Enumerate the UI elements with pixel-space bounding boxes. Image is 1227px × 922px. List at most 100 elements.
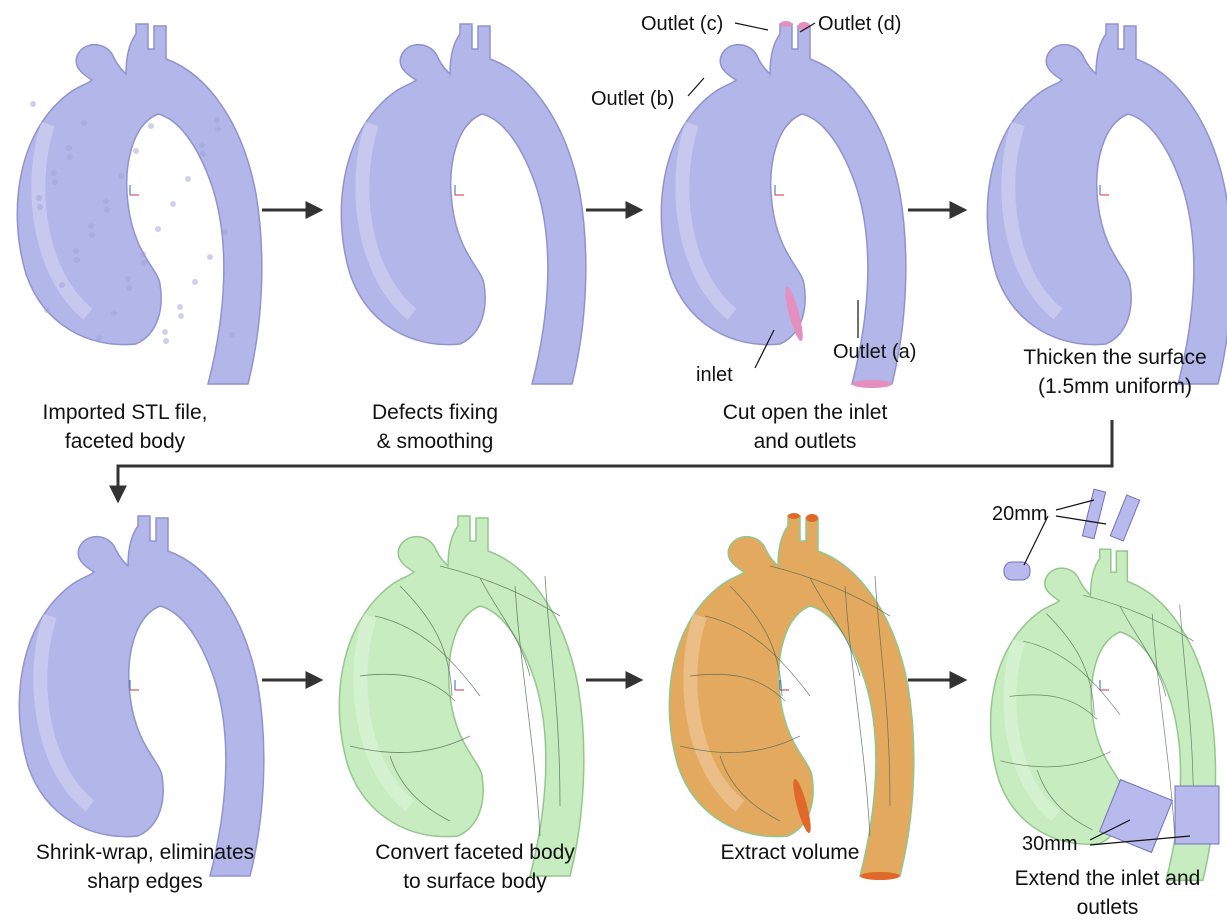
surface-bump <box>118 173 124 179</box>
surface-bump <box>177 304 183 310</box>
surface-bump <box>170 201 176 207</box>
outlet-c-opening <box>788 513 800 519</box>
surface-bump <box>126 285 132 291</box>
caption-step-6: Convert faceted body to surface body <box>355 838 595 896</box>
label-extension-outlets: 20mm <box>992 503 1048 525</box>
model-step-1 <box>17 24 262 384</box>
surface-bump <box>200 151 206 157</box>
caption-line: & smoothing <box>335 427 535 456</box>
outlet-a-opening <box>852 380 892 388</box>
outlet-d-opening <box>806 514 818 522</box>
surface-bump <box>37 204 43 210</box>
surface-bump <box>104 207 110 213</box>
caption-line: outlets <box>995 893 1220 922</box>
caption-step-2: Defects fixing & smoothing <box>335 398 535 456</box>
surface-bump <box>52 179 58 185</box>
caption-line: sharp edges <box>10 867 280 896</box>
label-outlet-a: Outlet (a) <box>833 341 916 363</box>
caption-line: Extend the inlet and <box>995 864 1220 893</box>
surface-bump <box>59 282 65 288</box>
caption-line: Thicken the surface <box>1005 343 1225 372</box>
surface-bump <box>73 248 79 254</box>
surface-bump <box>44 307 50 313</box>
outlet-a-extension <box>1175 786 1219 844</box>
surface-bump <box>133 148 139 154</box>
model-step-5 <box>19 516 264 876</box>
surface-bump <box>214 117 220 123</box>
surface-bump <box>162 329 168 335</box>
surface-bump <box>88 223 94 229</box>
surface-bump <box>148 123 154 129</box>
surface-bump <box>51 170 57 176</box>
aorta-body <box>339 516 584 876</box>
surface-bump <box>222 229 228 235</box>
label-extension-inlet: 30mm <box>1022 833 1078 855</box>
surface-bump <box>155 226 161 232</box>
model-step-2 <box>341 24 586 384</box>
caption-line: Shrink-wrap, eliminates <box>10 838 280 867</box>
caption-line: to surface body <box>355 867 595 896</box>
outlet-a-opening <box>860 872 900 880</box>
caption-line: Defects fixing <box>335 398 535 427</box>
surface-bump <box>111 310 117 316</box>
surface-bump <box>89 232 95 238</box>
surface-bump <box>192 279 198 285</box>
model-step-7 <box>669 513 914 880</box>
surface-bump <box>199 142 205 148</box>
caption-line: Cut open the inlet <box>695 398 915 427</box>
surface-bump <box>207 254 213 260</box>
surface-bump <box>163 338 169 344</box>
caption-line: Extract volume <box>700 838 880 867</box>
leader-line <box>688 78 704 96</box>
surface-bump <box>125 276 131 282</box>
caption-line: Imported STL file, <box>0 398 250 427</box>
surface-bump <box>81 120 87 126</box>
surface-bump <box>215 126 221 132</box>
surface-bump <box>67 154 73 160</box>
caption-step-3: Cut open the inlet and outlets <box>695 398 915 456</box>
surface-bump <box>141 260 147 266</box>
outlet-c-opening <box>780 21 792 27</box>
caption-line: and outlets <box>695 427 915 456</box>
aorta-body <box>341 24 586 384</box>
model-step-4 <box>987 24 1227 384</box>
label-outlet-d: Outlet (d) <box>818 13 901 35</box>
caption-step-1: Imported STL file, faceted body <box>0 398 250 456</box>
outlet-c-extension <box>1082 489 1105 538</box>
label-outlet-c: Outlet (c) <box>641 13 723 35</box>
aorta-body <box>669 516 914 876</box>
model-step-6 <box>339 516 584 876</box>
surface-bump <box>74 257 80 263</box>
caption-step-5: Shrink-wrap, eliminates sharp edges <box>10 838 280 896</box>
surface-bump <box>229 332 235 338</box>
surface-bump <box>140 251 146 257</box>
surface-bump <box>66 145 72 151</box>
surface-bump <box>178 313 184 319</box>
surface-bump <box>96 335 102 341</box>
caption-line: (1.5mm uniform) <box>1005 372 1225 401</box>
leader-line <box>735 23 768 30</box>
caption-step-8: Extend the inlet and outlets <box>995 864 1220 922</box>
surface-bump <box>36 195 42 201</box>
surface-bump <box>30 101 36 107</box>
outlet-b-extension <box>1004 562 1030 580</box>
aorta-body <box>661 24 906 384</box>
aorta-body <box>987 24 1227 384</box>
caption-line: faceted body <box>0 427 250 456</box>
row-connector-arrow <box>118 420 1112 498</box>
aorta-body <box>19 516 264 876</box>
label-outlet-b: Outlet (b) <box>591 88 674 110</box>
aorta-body <box>17 24 262 384</box>
caption-step-7: Extract volume <box>700 838 880 867</box>
caption-step-4: Thicken the surface (1.5mm uniform) <box>1005 343 1225 401</box>
leader-line <box>1056 500 1094 510</box>
outlet-d-opening <box>798 22 810 30</box>
model-step-3 <box>661 21 906 388</box>
caption-line: Convert faceted body <box>355 838 595 867</box>
label-inlet: inlet <box>696 364 733 386</box>
surface-bump <box>103 198 109 204</box>
outlet-d-extension <box>1110 495 1139 541</box>
surface-bump <box>185 176 191 182</box>
